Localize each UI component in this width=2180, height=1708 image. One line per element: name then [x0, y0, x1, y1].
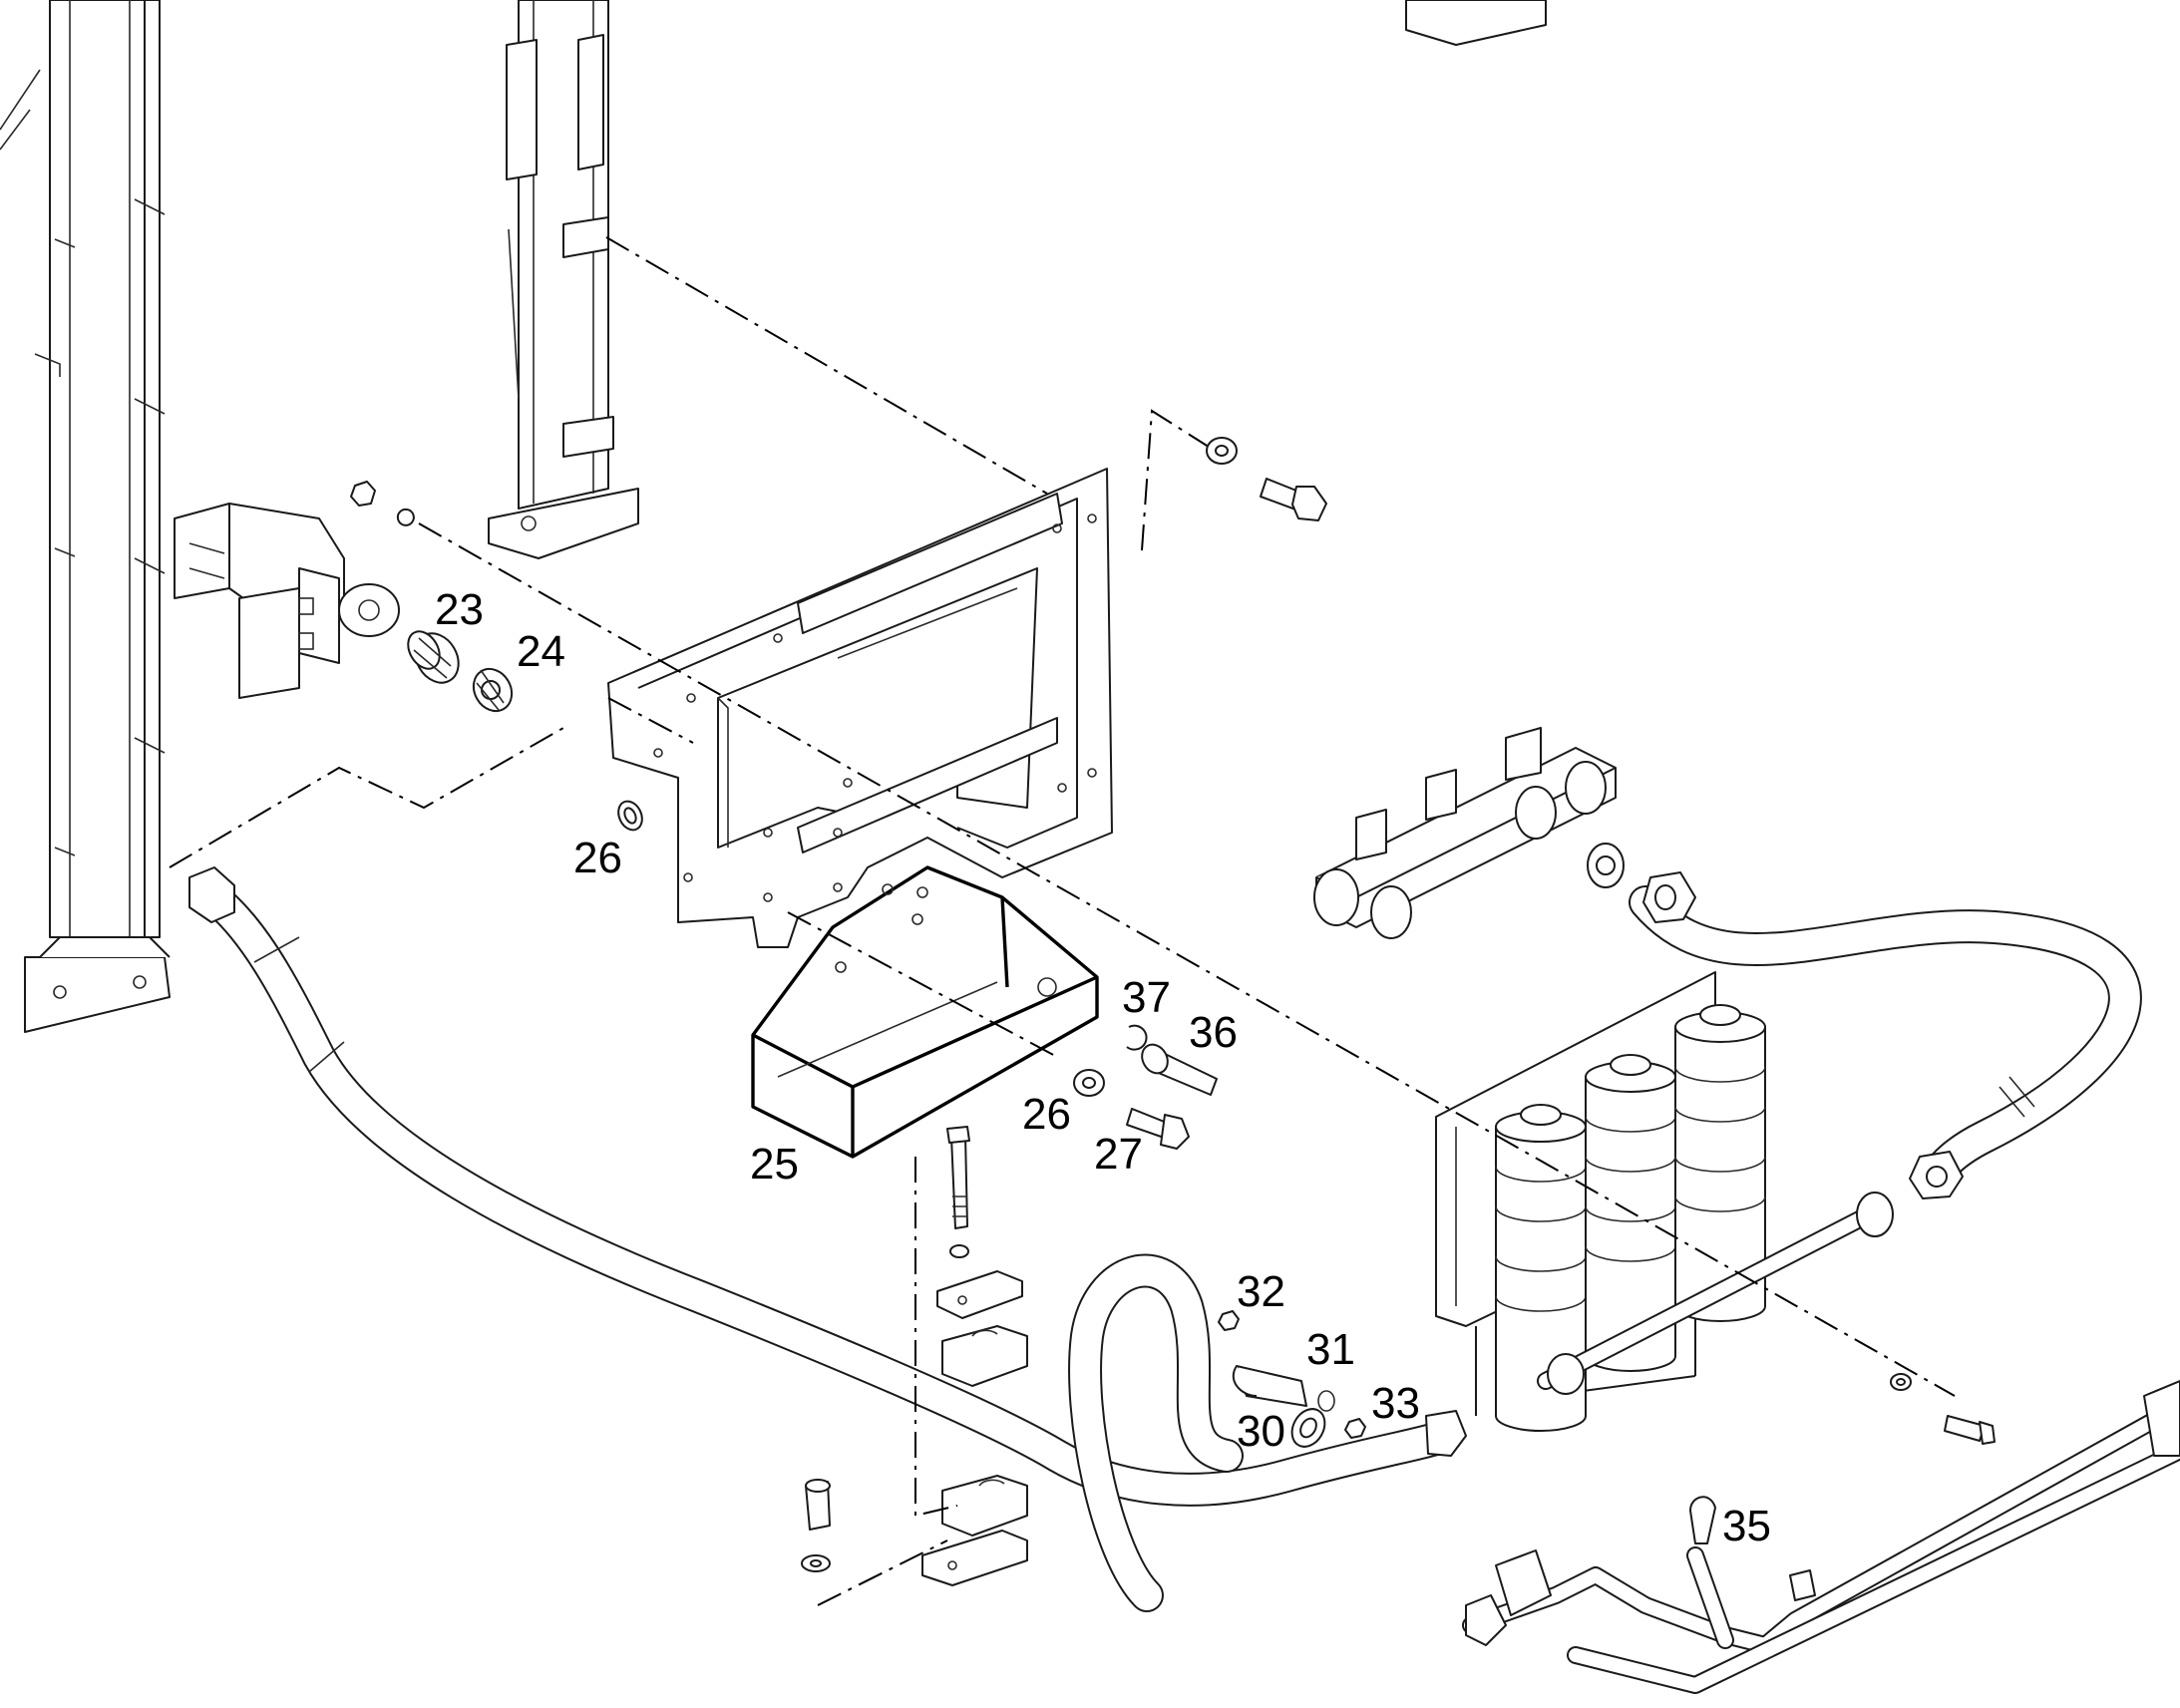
right-hose — [1629, 871, 2142, 1199]
assembly-leader-lines — [169, 236, 1956, 1606]
left-frame-post — [0, 0, 171, 1033]
callout-30: 30 — [1237, 1407, 1285, 1456]
bolt-27 — [1126, 1108, 1190, 1150]
callout-26-upper: 26 — [573, 834, 622, 882]
bolt-stack — [921, 1126, 1028, 1586]
capscrew-lower — [801, 1479, 831, 1572]
manifold-block — [1313, 727, 1625, 939]
mounting-plate — [607, 468, 1113, 948]
washer-26-lower — [1073, 1069, 1105, 1097]
lower-pipe-run — [1462, 1380, 2180, 1694]
callout-24: 24 — [517, 627, 565, 676]
upper-frame-bracket — [1405, 0, 1547, 46]
clamp-31 — [1232, 1365, 1307, 1407]
solenoid-valve — [174, 481, 415, 699]
callout-26-lower: 26 — [1022, 1090, 1071, 1139]
loop-hose — [1068, 1253, 1244, 1612]
washer-bolt-right — [1890, 1373, 1996, 1445]
fitting-24 — [472, 667, 514, 713]
pin-36 — [1141, 1043, 1218, 1096]
callout-35: 35 — [1722, 1502, 1771, 1550]
callout-27: 27 — [1094, 1130, 1143, 1179]
callout-25: 25 — [750, 1140, 799, 1189]
nut-32 — [1218, 1310, 1240, 1331]
washer-26-upper — [617, 800, 643, 832]
callout-36: 36 — [1189, 1008, 1238, 1057]
nut-33 — [1317, 1390, 1366, 1439]
callout-33: 33 — [1371, 1379, 1420, 1428]
main-hose — [188, 866, 1467, 1507]
callout-labels: 23 24 26 25 37 36 26 27 32 31 33 30 35 — [435, 585, 1771, 1550]
washer-bolt-upper — [1206, 437, 1327, 521]
fitting-23 — [407, 630, 460, 684]
callout-37: 37 — [1122, 973, 1171, 1022]
callout-31: 31 — [1306, 1325, 1355, 1374]
callout-23: 23 — [435, 585, 484, 634]
filter-assembly — [1435, 971, 1894, 1432]
elbow-35 — [1689, 1496, 1716, 1544]
snap-ring-37 — [1126, 1024, 1148, 1051]
clamp-30 — [1290, 1408, 1326, 1448]
callout-32: 32 — [1237, 1267, 1285, 1316]
center-frame-post — [488, 0, 639, 559]
